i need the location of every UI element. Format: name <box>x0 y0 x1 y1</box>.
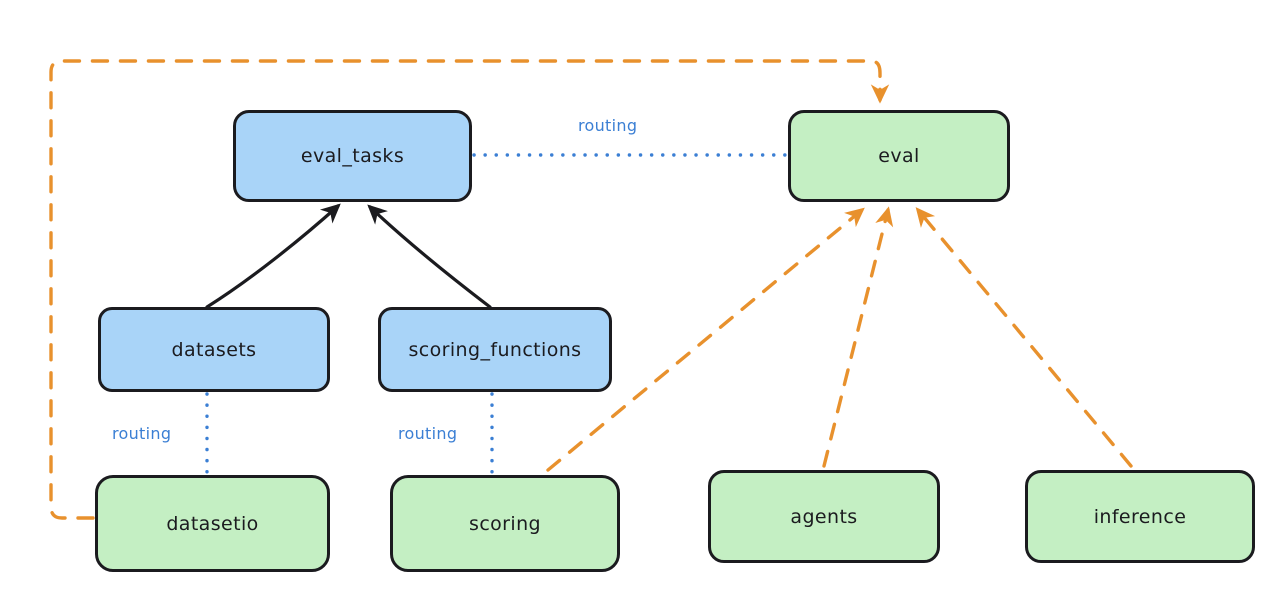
node-eval-label: eval <box>878 145 920 167</box>
edge-scoring-functions-to-eval-tasks <box>367 204 492 309</box>
node-datasets-label: datasets <box>171 338 257 361</box>
edge-inference-to-eval <box>915 207 1133 468</box>
node-agents-label: agents <box>790 505 858 528</box>
node-scoring[interactable]: scoring <box>390 475 620 572</box>
node-scoring-functions[interactable]: scoring_functions <box>378 307 612 392</box>
edge-agents-to-eval <box>822 206 894 468</box>
node-datasets[interactable]: datasets <box>98 307 330 392</box>
node-eval-tasks-label: eval_tasks <box>300 145 405 167</box>
edge-label-routing-datasets-datasetio: routing <box>112 424 172 443</box>
edge-datasetio-to-eval <box>49 59 890 520</box>
edge-scoring-to-eval <box>546 207 865 472</box>
node-datasetio[interactable]: datasetio <box>95 475 330 572</box>
node-agents[interactable]: agents <box>708 470 940 563</box>
node-inference[interactable]: inference <box>1025 470 1255 563</box>
edge-datasets-to-eval-tasks <box>205 203 341 309</box>
edge-label-routing-scoring-functions-scoring: routing <box>398 424 458 443</box>
edge-label-routing-eval-tasks-eval: routing <box>578 116 638 135</box>
node-eval-tasks[interactable]: eval_tasks <box>233 110 472 202</box>
node-datasetio-label: datasetio <box>166 512 259 535</box>
node-inference-label: inference <box>1093 505 1187 528</box>
node-eval[interactable]: eval <box>788 110 1010 202</box>
node-scoring-functions-label: scoring_functions <box>408 338 582 361</box>
node-scoring-label: scoring <box>469 512 541 535</box>
